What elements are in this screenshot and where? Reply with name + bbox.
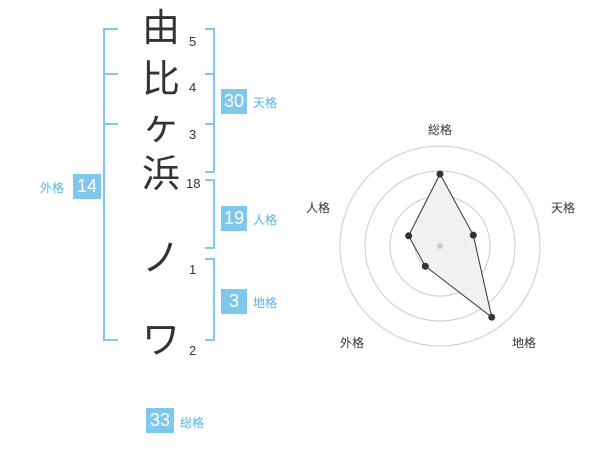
radar-axis-label: 人格 <box>306 201 331 215</box>
radar-axis-label: 総格 <box>428 123 453 137</box>
radar-axis-label: 天格 <box>551 201 576 215</box>
tenkaku-value: 30 <box>221 89 247 114</box>
name-char-2: 比 <box>141 57 180 101</box>
stroke-count-2: 4 <box>189 80 197 95</box>
name-char-6: ワ <box>141 318 180 362</box>
soukaku-value: 33 <box>146 408 174 433</box>
radar-point <box>469 231 477 239</box>
gaikaku-label: 外格 <box>40 181 65 195</box>
stroke-count-5: 1 <box>189 262 197 277</box>
radar-point <box>421 262 429 270</box>
soukaku-label: 総格 <box>180 416 205 430</box>
tenkaku-label: 天格 <box>253 96 278 110</box>
jinkaku-label: 人格 <box>253 213 278 227</box>
name-char-4: 浜 <box>141 152 180 196</box>
name-char-5: ノ <box>141 236 180 280</box>
radar-ring <box>339 145 541 347</box>
gaikaku-value: 14 <box>73 174 101 199</box>
tenkaku-bracket <box>205 28 215 173</box>
jinkaku-value: 19 <box>221 206 247 231</box>
radar-point <box>436 170 444 178</box>
gaikaku-bracket <box>103 28 118 341</box>
chikaku-value: 3 <box>221 289 247 314</box>
radar-polygon <box>408 172 493 319</box>
radar-axis-label: 地格 <box>512 336 537 350</box>
radar-point <box>405 232 413 240</box>
radar-point <box>488 313 496 321</box>
name-char-3: ヶ <box>141 104 180 148</box>
radar-axis-label: 外格 <box>340 336 365 350</box>
stroke-count-4: 18 <box>186 176 201 191</box>
chikaku-bracket <box>205 258 215 341</box>
chikaku-label: 地格 <box>253 296 278 310</box>
name-char-1: 由 <box>141 6 180 50</box>
stroke-count-1: 5 <box>189 34 197 49</box>
stroke-count-6: 2 <box>189 343 197 358</box>
radar-center-dot <box>437 243 443 249</box>
jinkaku-bracket <box>205 179 215 249</box>
stroke-count-3: 3 <box>189 127 197 142</box>
